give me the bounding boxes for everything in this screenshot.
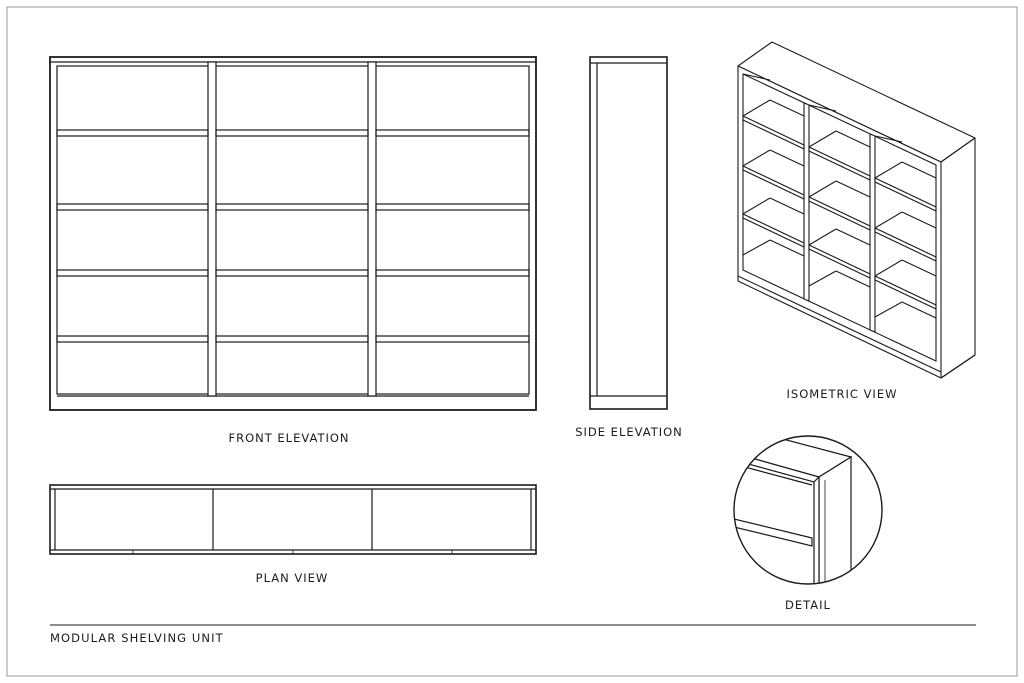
plan-view-label: PLAN VIEW: [255, 571, 329, 585]
sheet-border: [6, 6, 1018, 677]
side-elevation-drawing: [589, 56, 668, 410]
drawing-title: MODULAR SHELVING UNIT: [50, 631, 224, 645]
plan-view-drawing: [49, 484, 537, 555]
detail-drawing: [733, 435, 883, 585]
isometric-view-label: ISOMETRIC VIEW: [786, 387, 898, 401]
front-elevation-drawing: [49, 56, 537, 411]
front-elevation-label: FRONT ELEVATION: [228, 431, 350, 445]
side-elevation-label: SIDE ELEVATION: [575, 425, 683, 439]
detail-label: DETAIL: [785, 598, 831, 612]
isometric-view-drawing: [737, 41, 976, 379]
